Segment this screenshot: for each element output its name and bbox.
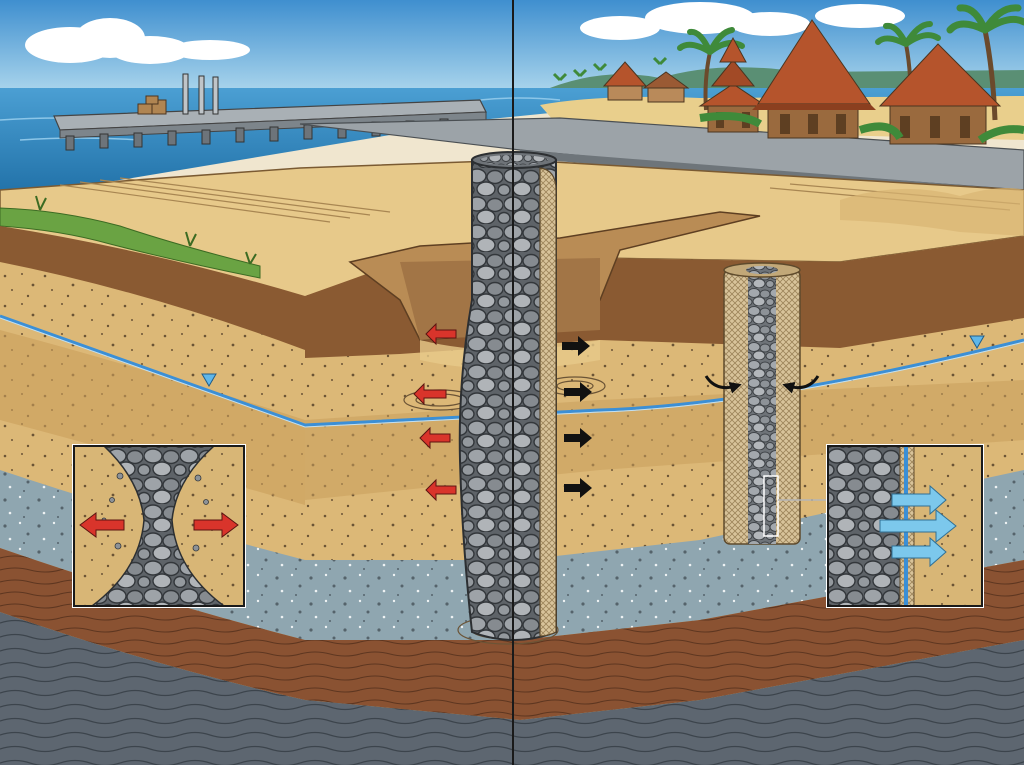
arrow-right-icon	[193, 512, 239, 538]
palm-tree	[946, 4, 1024, 121]
seepage-arrow-icon	[891, 536, 947, 568]
arrow-right-icon	[564, 428, 592, 448]
cloud	[25, 18, 250, 64]
arrow-right-icon	[562, 336, 590, 356]
inset-gravel-constriction	[72, 444, 246, 608]
village	[552, 4, 1024, 145]
curved-arrow-icon	[704, 375, 820, 394]
water-table-line	[0, 314, 1024, 428]
geotextile-wrapped-column	[723, 262, 828, 545]
water-table-marker-icon	[969, 335, 985, 349]
inflow-arrows	[562, 336, 592, 498]
arrow-left-icon	[419, 426, 451, 450]
arrow-left-icon	[425, 478, 457, 502]
seepage-arrow-icon	[891, 484, 947, 516]
arrow-right-icon	[564, 478, 592, 498]
hut	[602, 61, 648, 101]
house	[878, 43, 1002, 145]
seepage-arrow-icon	[879, 508, 957, 544]
cargo-crates	[137, 95, 167, 115]
house	[752, 19, 876, 139]
cloud	[580, 2, 905, 40]
outflow-arrows	[413, 322, 457, 502]
water-table-marker-icon	[201, 373, 217, 387]
main-gravel-column	[458, 151, 557, 641]
grass	[0, 207, 261, 279]
arrow-right-icon	[564, 382, 592, 402]
arrow-left-icon	[413, 382, 447, 406]
arrow-left-icon	[425, 322, 457, 346]
inset-filter-seepage	[826, 444, 984, 608]
arrow-left-icon	[79, 512, 125, 538]
hut	[642, 71, 690, 103]
